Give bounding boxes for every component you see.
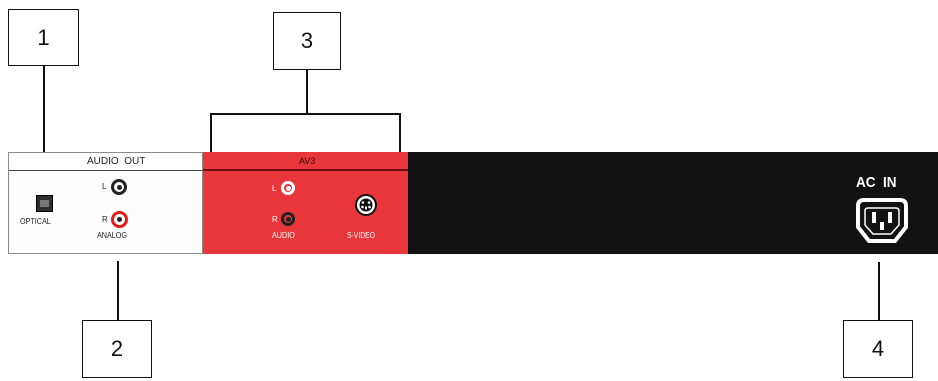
audio-out-r-label: R xyxy=(102,215,108,224)
rear-panel: AUDIO OUT OPTICAL L R ANALOG AV3 L R xyxy=(8,152,938,254)
callout-3: 3 xyxy=(273,12,341,70)
audio-out-section: AUDIO OUT OPTICAL L R ANALOG xyxy=(8,152,203,254)
av3-section: AV3 L R AUDIO S-VIDEO xyxy=(203,152,408,254)
callout-3-number: 3 xyxy=(300,28,314,53)
audio-out-title: AUDIO OUT xyxy=(87,156,146,167)
bracket-top xyxy=(210,113,401,115)
av3-header-divider xyxy=(203,169,408,171)
leader-line-2 xyxy=(117,261,119,320)
ac-power-socket-icon[interactable] xyxy=(855,197,909,244)
callout-4: 4 xyxy=(843,320,913,378)
svideo-port-icon[interactable] xyxy=(355,194,377,216)
leader-line-4 xyxy=(878,262,880,320)
bracket-right xyxy=(399,113,401,153)
bracket-left xyxy=(210,113,212,153)
ac-section: AC IN xyxy=(408,152,938,254)
audio-out-l-label: L xyxy=(102,182,107,191)
optical-port-icon[interactable] xyxy=(36,195,53,212)
av3-l-label: L xyxy=(272,184,277,193)
av3-audio-label: AUDIO xyxy=(272,231,295,240)
callout-4-number: 4 xyxy=(871,336,885,361)
av3-r-label: R xyxy=(272,215,278,224)
av3-r-jack-icon[interactable] xyxy=(281,212,295,226)
callout-2-number: 2 xyxy=(110,336,124,361)
optical-label: OPTICAL xyxy=(20,217,51,226)
analog-label: ANALOG xyxy=(97,231,128,240)
audio-out-header xyxy=(9,153,202,171)
ac-in-label: AC IN xyxy=(856,174,897,191)
av3-l-jack-icon[interactable] xyxy=(281,181,295,195)
svideo-label: S-VIDEO xyxy=(347,231,375,240)
callout-2: 2 xyxy=(82,320,152,378)
leader-line-1 xyxy=(43,66,45,152)
analog-r-jack-icon[interactable] xyxy=(111,211,128,228)
av3-title: AV3 xyxy=(299,156,316,166)
leader-line-3 xyxy=(306,70,308,114)
callout-1-number: 1 xyxy=(37,24,50,50)
callout-1: 1 xyxy=(8,9,79,66)
analog-l-jack-icon[interactable] xyxy=(111,179,127,195)
